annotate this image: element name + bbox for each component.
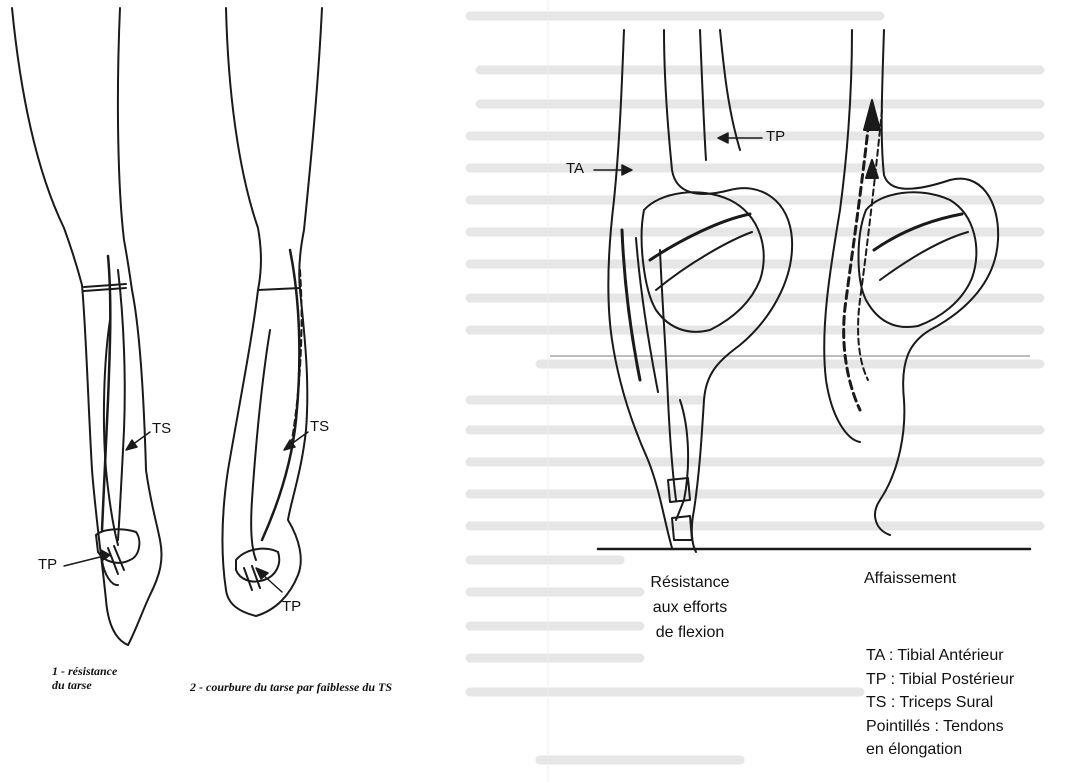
- caption-collapse: Affaissement: [864, 566, 956, 591]
- caption-fig1-line2: du tarse: [52, 678, 117, 692]
- caption-fig1: 1 - résistance du tarse: [52, 664, 117, 692]
- legend-dotted-cont: en élongation: [866, 738, 1014, 762]
- caption-resistance-line3: de flexion: [640, 620, 740, 645]
- label-tp-fig1: TP: [38, 556, 57, 573]
- foot-outline-resistance: [608, 30, 792, 552]
- caption-resistance: Résistance aux efforts de flexion: [640, 570, 740, 645]
- legend: TA : Tibial Antérieur TP : Tibial Postér…: [866, 644, 1014, 762]
- caption-fig2: 2 - courbure du tarse par faiblesse du T…: [190, 680, 392, 694]
- legend-tp: TP : Tibial Postérieur: [866, 668, 1014, 692]
- leg-outline-fig1: [12, 8, 162, 645]
- legend-dotted: Pointillés : Tendons: [866, 715, 1014, 739]
- label-tp-right: TP: [766, 128, 785, 145]
- label-tp-fig2: TP: [282, 598, 301, 615]
- label-arrows: [64, 133, 762, 592]
- caption-resistance-line1: Résistance: [640, 570, 740, 595]
- label-ts-fig1: TS: [152, 420, 171, 437]
- label-ta: TA: [566, 160, 584, 177]
- foot-outline-collapse: [824, 30, 998, 535]
- leg-outline-fig2: [222, 8, 322, 616]
- legend-ta: TA : Tibial Antérieur: [866, 644, 1014, 668]
- caption-resistance-line2: aux efforts: [640, 595, 740, 620]
- legend-ts: TS : Triceps Sural: [866, 691, 1014, 715]
- caption-fig1-line1: 1 - résistance: [52, 664, 117, 678]
- label-ts-fig2: TS: [310, 418, 329, 435]
